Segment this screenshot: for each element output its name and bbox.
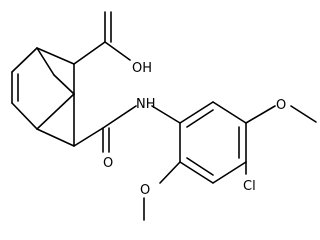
bond-amide-nitrogen: [102, 105, 137, 129]
bond-ring-bottom-left: [11, 102, 38, 130]
bond-acid-hydroxyl: [104, 41, 131, 61]
bond-nitrogen-aryl: [151, 105, 181, 124]
bond-amide-carbon: [73, 127, 104, 147]
bond-acid-carbon: [73, 41, 106, 65]
bond-ring-bottom-right: [36, 93, 75, 130]
bond-methoxy-bottom-link: [159, 161, 181, 184]
bicyclic-ring: [11, 47, 75, 147]
bond-ring-top-right: [36, 47, 75, 65]
structure-canvas: OH O NH O Cl: [11, 11, 317, 221]
label-amide-nitrogen: NH: [136, 97, 156, 112]
label-methoxy-top-oxygen: O: [276, 98, 286, 113]
label-hydroxyl: OH: [132, 61, 152, 76]
bond-methoxy-top-link: [245, 105, 276, 124]
bond-methoxy-top-methyl: [290, 105, 317, 123]
label-methoxy-bottom-oxygen: O: [140, 183, 150, 198]
amide-linker: O NH: [73, 97, 181, 171]
chemical-structure: OH O NH O Cl: [11, 11, 317, 221]
dimethoxychlorophenyl: O Cl O: [140, 98, 317, 221]
carboxylic-acid: OH: [73, 11, 152, 76]
bond-aryl-inner-bottom: [186, 157, 214, 176]
bond-aryl-inner-top: [186, 109, 214, 128]
label-amide-oxygen: O: [103, 156, 113, 171]
bond-aryl-bottom-right: [212, 161, 247, 184]
bond-aryl-top: [179, 101, 214, 124]
bond-ring-top-left: [11, 47, 38, 73]
bond-bridge-right: [53, 74, 75, 95]
bond-aryl-bottom-left: [179, 161, 214, 184]
bond-ring-lower-ext: [36, 128, 75, 147]
bond-bridge-left: [36, 47, 55, 76]
bond-aryl-top-right: [212, 101, 247, 124]
label-chlorine: Cl: [243, 179, 256, 194]
